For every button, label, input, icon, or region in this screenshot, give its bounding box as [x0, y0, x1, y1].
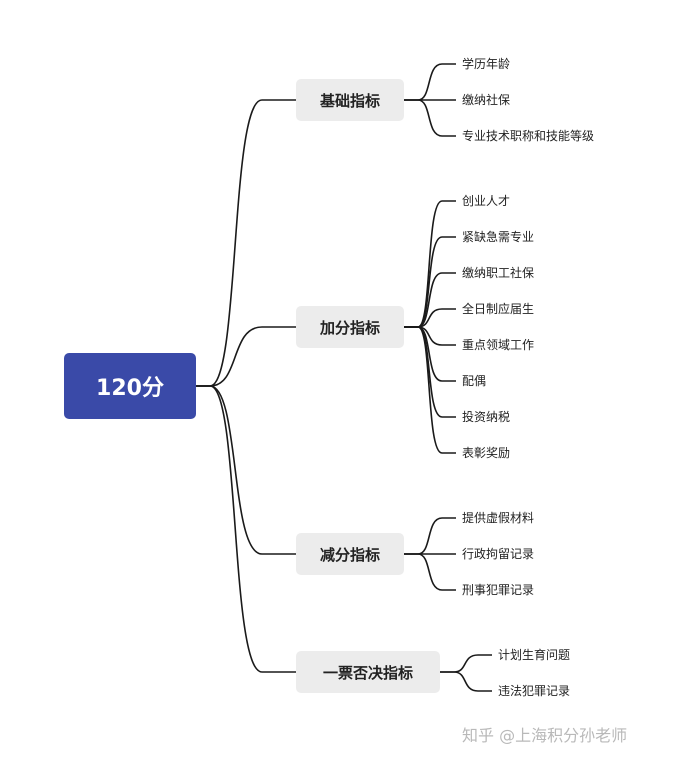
branch-leaf-connector	[404, 200, 456, 328]
leaf-item: 学历年龄	[462, 57, 511, 71]
branch-leaf-connector	[404, 326, 456, 454]
root-branch-connector	[196, 385, 296, 673]
leaf-item: 行政拘留记录	[462, 547, 535, 561]
leaf-item: 配偶	[462, 374, 487, 388]
branch-leaf-connector	[404, 99, 456, 137]
branch-node-bonus: 加分指标	[296, 306, 404, 348]
branch-label: 减分指标	[319, 545, 380, 564]
leaf-item: 刑事犯罪记录	[462, 583, 535, 597]
branch-label: 加分指标	[319, 318, 380, 337]
watermark: 知乎 @上海积分孙老师	[462, 726, 628, 745]
leaf-item: 全日制应届生	[462, 302, 535, 316]
leaf-item: 创业人才	[462, 194, 511, 208]
leaf-item: 表彰奖励	[462, 446, 511, 460]
leaf-item: 重点领域工作	[462, 338, 535, 352]
branch-leaf-connector	[440, 654, 492, 673]
branch-label: 一票否决指标	[322, 663, 413, 682]
leaf-item: 紧缺急需专业	[462, 230, 535, 244]
branch-leaf-connector	[404, 553, 456, 591]
leaf-item: 投资纳税	[462, 410, 511, 424]
branch-leaf-connector	[404, 308, 456, 328]
root-branch-connector	[196, 385, 296, 555]
root-node: 120分	[64, 353, 196, 419]
branch-node-deduction: 减分指标	[296, 533, 404, 575]
leaf-item: 计划生育问题	[498, 648, 571, 662]
branch-leaf-connector	[404, 517, 456, 555]
branch-leaf-connector	[440, 671, 492, 692]
leaf-item: 缴纳社保	[462, 93, 511, 107]
root-label: 120分	[96, 376, 164, 401]
branch-label: 基础指标	[319, 91, 380, 110]
root-branch-connector	[196, 326, 296, 387]
leaf-item: 缴纳职工社保	[462, 266, 535, 280]
branch-node-basic: 基础指标	[296, 79, 404, 121]
branch-node-veto: 一票否决指标	[296, 651, 440, 693]
root-branch-connector	[196, 99, 296, 387]
branch-leaf-connector	[404, 326, 456, 346]
leaf-item: 违法犯罪记录	[498, 684, 571, 698]
branch-leaf-connector	[404, 63, 456, 101]
leaf-item: 提供虚假材料	[462, 511, 535, 525]
leaf-item: 专业技术职称和技能等级	[462, 129, 595, 143]
